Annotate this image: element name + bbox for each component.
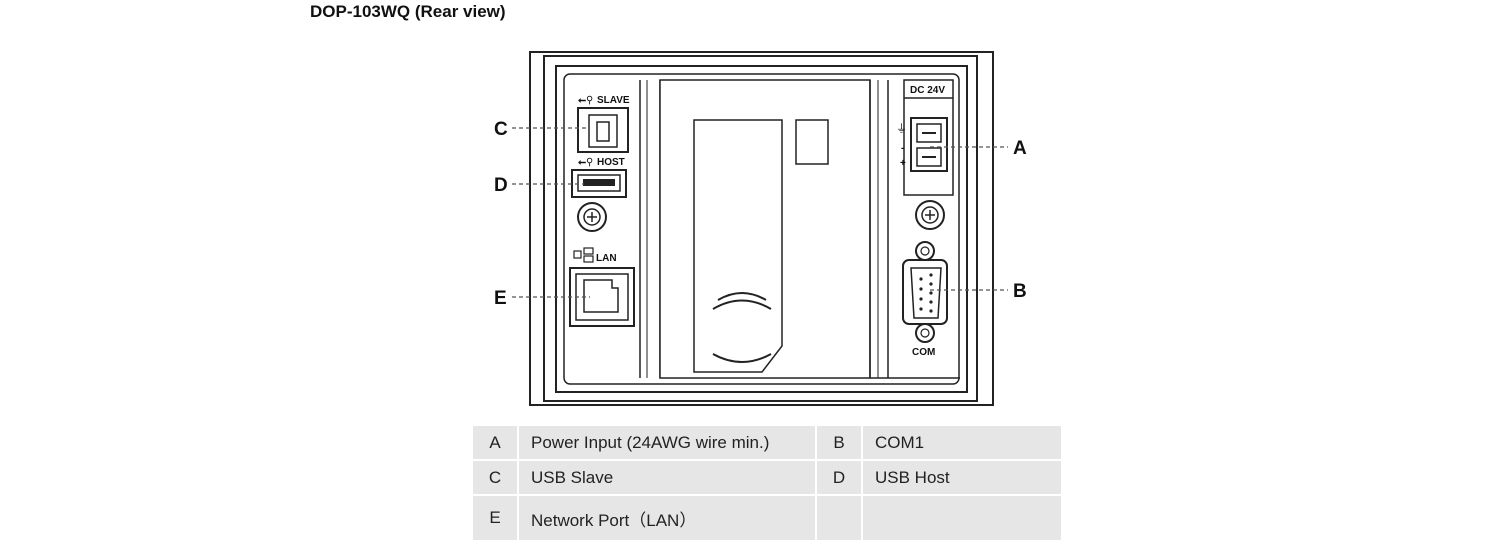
callout-b: B xyxy=(1013,281,1027,302)
ground-icon: ⏚ xyxy=(896,122,907,135)
callout-c: C xyxy=(494,119,508,140)
legend-value: USB Slave xyxy=(517,459,817,496)
dc-label: DC 24V xyxy=(910,85,945,96)
table-row: E Network Port（LAN） xyxy=(471,494,1063,542)
lan-icon xyxy=(573,250,582,259)
usb-host-icon: ⭠⚲ xyxy=(578,157,593,168)
center-window xyxy=(795,119,829,165)
callout-a: A xyxy=(1013,138,1027,159)
legend-table: A Power Input (24AWG wire min.) B COM1 C… xyxy=(471,424,1063,542)
usb-icon: ⭠⚲ xyxy=(578,95,593,106)
center-latch xyxy=(693,119,783,373)
legend-value: COM1 xyxy=(861,424,1063,461)
legend-value: Power Input (24AWG wire min.) xyxy=(517,424,817,461)
legend-key: C xyxy=(471,459,519,496)
rear-view-diagram: ⭠⚲ SLAVE ⭠⚲ HOST LAN DC 24V ⏚ - + xyxy=(494,51,1027,406)
slave-label: SLAVE xyxy=(597,95,630,106)
legend-value: USB Host xyxy=(861,459,1063,496)
legend-key: B xyxy=(815,424,863,461)
legend-key xyxy=(815,494,863,542)
callout-e: E xyxy=(494,288,507,309)
diagram-title: DOP-103WQ (Rear view) xyxy=(310,2,506,21)
host-label: HOST xyxy=(597,157,625,168)
lan-label: LAN xyxy=(596,253,617,264)
minus-label: - xyxy=(901,143,904,154)
legend-value: Network Port（LAN） xyxy=(517,494,817,542)
legend-key: D xyxy=(815,459,863,496)
callout-d: D xyxy=(494,175,508,196)
legend-key: A xyxy=(471,424,519,461)
com-label: COM xyxy=(912,347,935,358)
plus-label: + xyxy=(900,158,906,169)
table-row: C USB Slave D USB Host xyxy=(471,459,1063,496)
legend-key: E xyxy=(471,494,519,542)
table-row: A Power Input (24AWG wire min.) B COM1 xyxy=(471,424,1063,461)
legend-value xyxy=(861,494,1063,542)
